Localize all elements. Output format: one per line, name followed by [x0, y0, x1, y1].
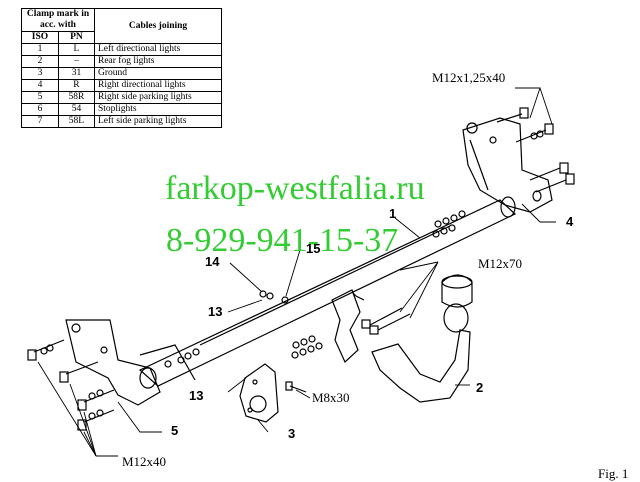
part-number-4: 4 [566, 214, 574, 229]
bolt-m8x30 [289, 385, 307, 393]
bolts-top-right [496, 107, 575, 193]
left-bracket [65, 319, 161, 406]
part-number-3: 3 [288, 426, 296, 441]
socket-mount-plate [331, 289, 361, 364]
nuts-right [432, 210, 466, 238]
pn-cell: 31 [57, 67, 96, 80]
part-number-13-lower: 13 [189, 388, 204, 403]
bolts-m12x70 [361, 307, 411, 335]
nuts-small [164, 290, 289, 368]
nuts-mid [291, 335, 323, 359]
figure-label: Fig. 1 [598, 466, 629, 481]
crossbar-tube [138, 199, 517, 387]
part-number-2: 2 [476, 380, 484, 395]
part-number-13-upper: 13 [208, 304, 223, 319]
cables-joining-header: Cables joining [94, 8, 222, 44]
bolts-left [27, 339, 115, 431]
watermark-phone: 8-929-941-15-37 [166, 222, 399, 259]
label-bolt-top: M12x1,25x40 [432, 70, 506, 85]
part-number-5: 5 [171, 423, 179, 438]
label-bolt-ball: M12x70 [478, 256, 523, 271]
leader-lines [37, 87, 556, 457]
label-bolt-mid: M8x30 [312, 390, 350, 405]
label-bolt-bottom: M12x40 [122, 454, 167, 469]
cable-joining-table: Clamp mark in acc. with Cables joining I… [21, 8, 222, 128]
clamp-mark-header: Clamp mark in acc. with [21, 8, 95, 32]
right-bracket [462, 117, 553, 213]
pn-cell: 58L [57, 115, 96, 128]
part-number-15: 15 [306, 241, 321, 256]
socket-plate [239, 363, 279, 423]
tow-ball [441, 274, 473, 308]
part-number-14: 14 [205, 254, 220, 269]
part-number-1: 1 [389, 206, 397, 221]
watermark-site: farkop-westfalia.ru [165, 170, 425, 207]
tow-ball-neck [371, 329, 471, 403]
desc-cell: Left side parking lights [94, 115, 222, 128]
